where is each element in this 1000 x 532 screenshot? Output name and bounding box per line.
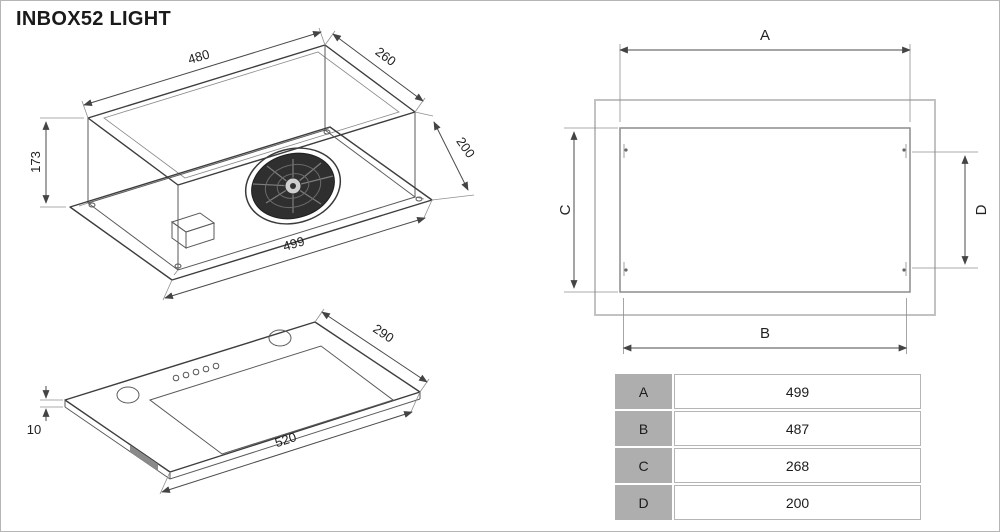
hood-body xyxy=(69,44,433,281)
plan-dimensions: A B C D xyxy=(560,27,990,354)
dim-panel-thickness-label: 10 xyxy=(27,422,41,437)
dimension-table: A 499 B 487 C 268 D 200 xyxy=(615,374,921,520)
lamp-left xyxy=(116,386,140,404)
dim-panel-depth-label: 290 xyxy=(370,321,396,346)
table-row-label: C xyxy=(615,448,672,483)
plan-label-b: B xyxy=(760,325,770,342)
product-title: INBOX52 LIGHT xyxy=(16,8,172,30)
table-row-value: 499 xyxy=(674,374,921,409)
dim-depth-top-label: 260 xyxy=(373,44,399,69)
isometric-drawing: 480 260 200 173 499 290 10 xyxy=(27,27,478,495)
iso-dimensions: 480 260 200 173 499 290 10 xyxy=(27,27,478,495)
plan-view-drawing: A B C D xyxy=(560,27,990,354)
plan-label-d: D xyxy=(973,204,990,215)
table-row-label: D xyxy=(615,485,672,520)
table-row-label: B xyxy=(615,411,672,446)
control-buttons xyxy=(172,362,220,382)
table-row-label: A xyxy=(615,374,672,409)
lamp-right xyxy=(268,329,292,347)
dim-frame-width-label: 499 xyxy=(281,233,306,254)
plan-label-a: A xyxy=(760,27,770,44)
dim-width-top-label: 480 xyxy=(186,46,211,67)
dim-height-front-label: 173 xyxy=(28,151,43,173)
dim-panel-width-label: 520 xyxy=(273,429,298,450)
table-row-value: 487 xyxy=(674,411,921,446)
fan-motor xyxy=(244,147,342,225)
table-row-value: 200 xyxy=(674,485,921,520)
table-row-value: 268 xyxy=(674,448,921,483)
hood-outline xyxy=(619,127,911,293)
bottom-panel xyxy=(64,321,421,480)
plan-label-c: C xyxy=(560,204,574,215)
vent-slot xyxy=(130,445,158,471)
dim-height-back-label: 200 xyxy=(453,134,478,160)
